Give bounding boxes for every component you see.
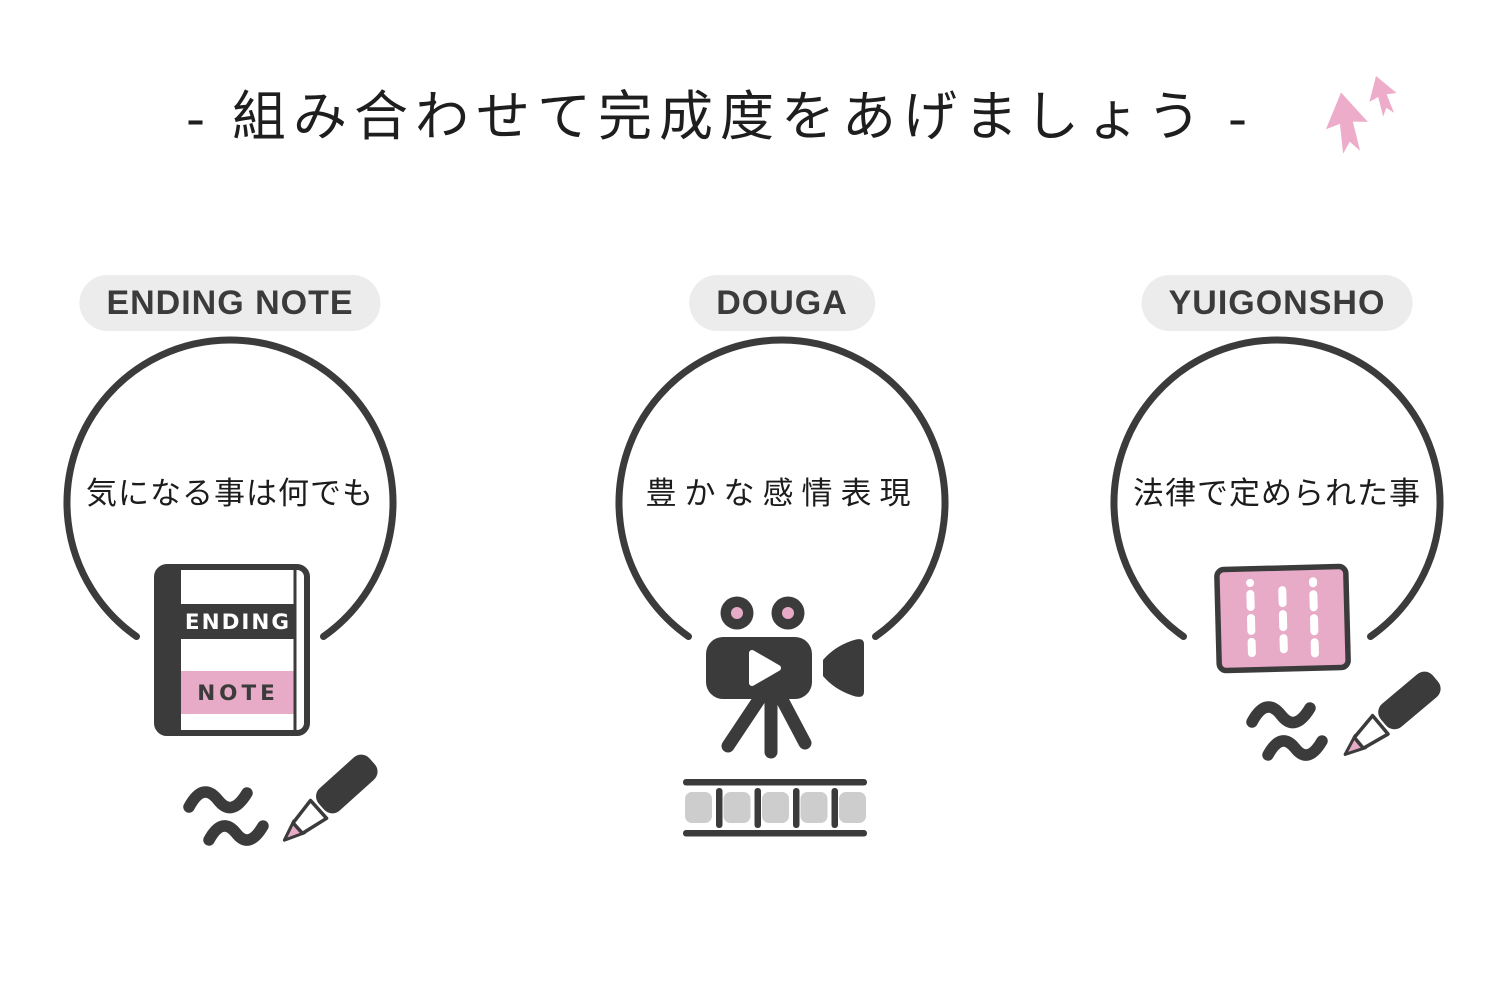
film-strip-icon — [683, 779, 867, 837]
card-douga: DOUGA 豊かな感情表現 — [552, 270, 1012, 930]
description-ending-note: 気になる事は何でも — [86, 476, 374, 511]
page-title: - 組み合わせて完成度をあげましょう - — [186, 87, 1254, 147]
badge-yuigonsho: YUIGONSHO — [1141, 275, 1413, 331]
open-circle-outline — [63, 336, 397, 640]
card-yuigonsho: YUIGONSHO 法律で定められた事 — [1047, 270, 1500, 930]
pen-with-scribble-icon — [1246, 671, 1441, 761]
book-cover-bottom-label: NOTE — [197, 681, 279, 706]
ending-note-book-icon: ENDING NOTE — [154, 564, 310, 736]
pen-with-scribble-icon — [183, 754, 378, 846]
will-document-icon — [1214, 563, 1351, 674]
description-douga: 豊かな感情表現 — [645, 476, 919, 511]
sparkle-up-arrows-icon — [1325, 75, 1397, 154]
video-camera-icon — [706, 596, 864, 759]
card-ending-note: ENDING NOTE 気になる事は何でも ENDING NOTE — [0, 270, 460, 930]
description-yuigonsho: 法律で定められた事 — [1133, 476, 1421, 511]
open-circle-outline — [615, 336, 949, 640]
badge-ending-note: ENDING NOTE — [79, 275, 381, 331]
book-cover-top-label: ENDING — [185, 610, 291, 635]
open-circle-outline — [1110, 336, 1444, 640]
badge-douga: DOUGA — [689, 275, 875, 331]
